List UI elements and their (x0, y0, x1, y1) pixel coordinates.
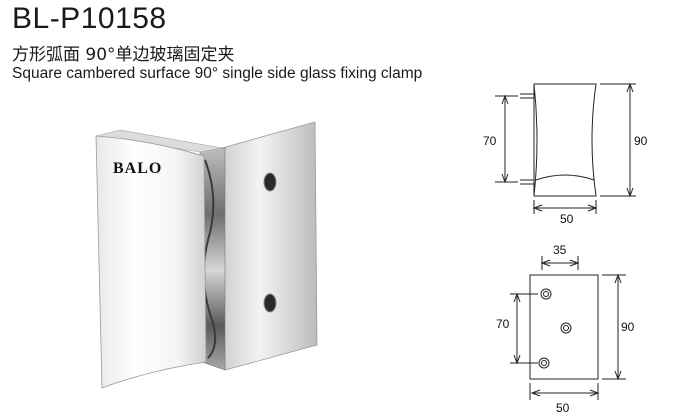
mount-hole-bottom (263, 293, 277, 313)
front-face (95, 135, 207, 389)
side-dim-70: 70 (483, 134, 497, 148)
title-chinese: 方形弧面 90°单边玻璃固定夹 (12, 45, 235, 65)
back-view-drawing (510, 256, 626, 400)
back-hole-1 (540, 288, 552, 300)
back-dim-90: 90 (621, 320, 635, 334)
mount-hole-top (263, 172, 277, 192)
product-image (95, 121, 318, 389)
wall-plate (221, 121, 318, 371)
back-dim-70: 70 (496, 317, 510, 331)
side-dim-50: 50 (560, 212, 574, 226)
side-view-drawing (495, 82, 636, 214)
brand-logo: BALO (113, 160, 163, 177)
back-hole-2 (560, 322, 572, 334)
title-english: Square cambered surface 90° single side … (12, 65, 423, 82)
model-number: BL-P10158 (12, 2, 167, 35)
side-dim-90: 90 (634, 134, 648, 148)
back-hole-3 (538, 357, 550, 369)
technical-drawings (495, 82, 636, 400)
back-dim-50: 50 (556, 401, 570, 415)
back-dim-35: 35 (553, 243, 567, 257)
